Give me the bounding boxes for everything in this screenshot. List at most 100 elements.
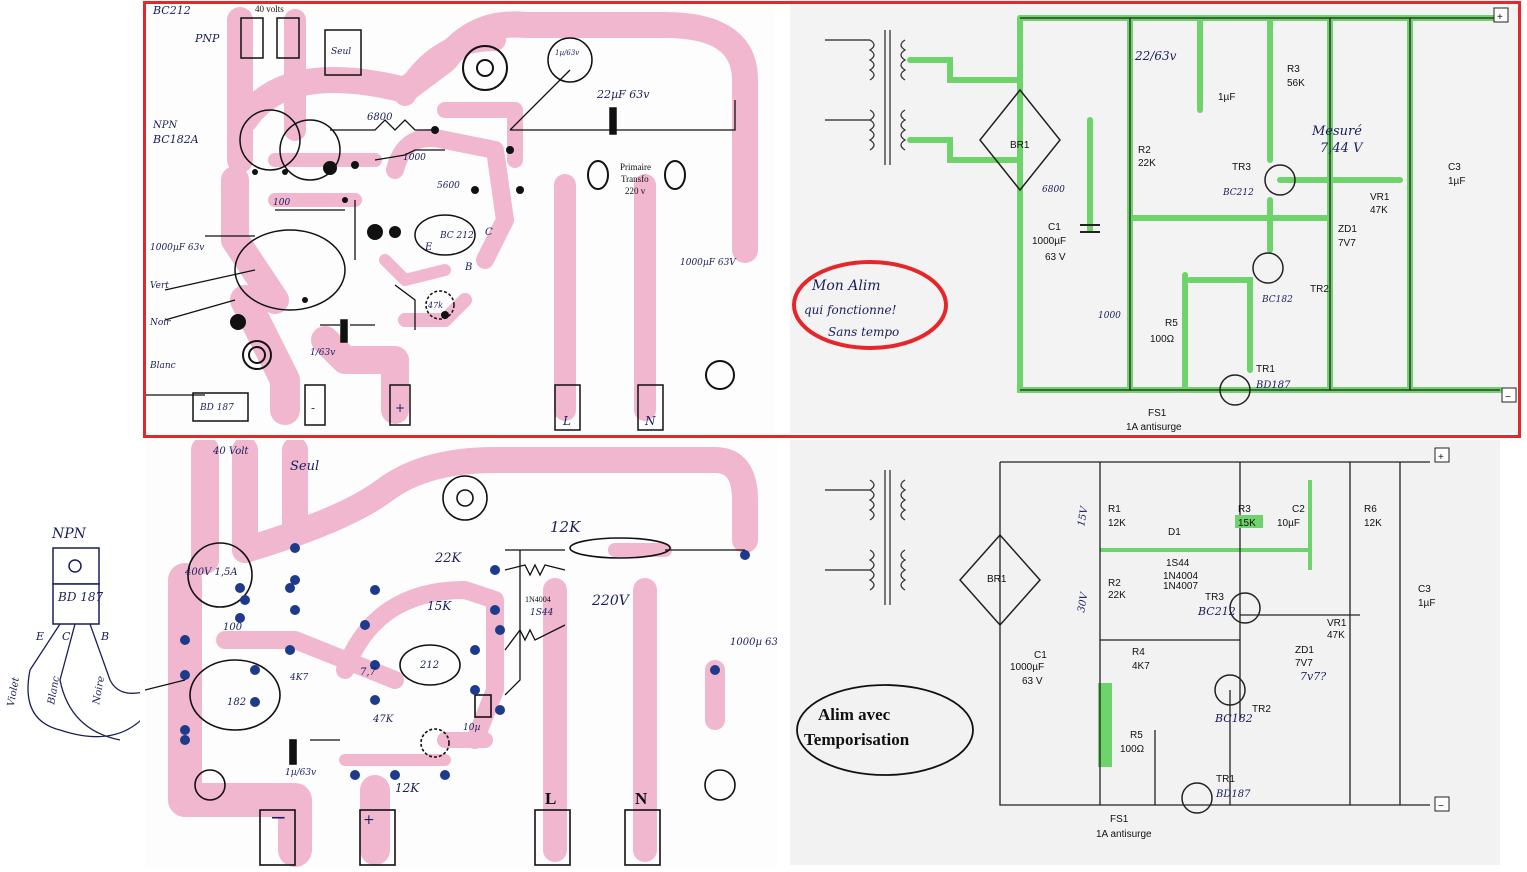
cap-c1 (1080, 224, 1100, 233)
lbl-bot-minus: − (270, 805, 287, 829)
bot-vr1-val: 47K (1327, 630, 1345, 641)
component-outlines (192, 17, 664, 431)
lbl-noir: Noir (149, 318, 171, 328)
bot-tr3-type: BC212 (1197, 605, 1236, 618)
lbl-bot-n: N (635, 789, 648, 808)
wire-noir: Noire (91, 675, 107, 706)
lbl-bot-212: 212 (419, 660, 439, 671)
npn-svg: NPN BD 187 E C B Violet Blanc Noire (6, 526, 140, 741)
lbl-bot-7v7: 7,7 (360, 667, 377, 678)
lbl-bot-plus: + (363, 812, 375, 828)
bot-r1-val: 12K (1108, 518, 1126, 529)
pcb-drawing-top: BC212 PNP NPN BC182A 40 volts Seul 6800 … (145, 0, 775, 433)
lbl-1000uf63: 1000µF 63V (680, 258, 737, 268)
bot-br1: BR1 (987, 574, 1007, 585)
bot-tr3: TR3 (1205, 592, 1224, 603)
lbl-220v: 220 v (625, 186, 646, 196)
lbl-bot-seul: Seul (290, 459, 319, 474)
lbl-bot-47k: 47K (372, 714, 394, 725)
lbl-bot-1u63: 1µ/63v (285, 768, 316, 778)
sch-vr1: VR1 (1370, 192, 1390, 203)
pink-traces-bot (168, 440, 758, 867)
bot-c2-val: 10µF (1277, 518, 1300, 529)
npn-pin-b: B (100, 630, 109, 643)
green-traces (907, 15, 1503, 393)
lbl-bot-1s44: 1S44 (530, 608, 554, 618)
note-line3: Sans tempo (828, 325, 899, 339)
lbl-bc212b: BC 212 (439, 231, 474, 241)
lbl-bd187: BD 187 (199, 403, 234, 413)
lbl-bot-182: 182 (227, 697, 246, 708)
bot-c1: C1 (1034, 650, 1047, 661)
lbl-vert: Vert (150, 281, 169, 291)
bot-r2-val: 22K (1108, 590, 1126, 601)
bot-v30: 30V (1076, 590, 1091, 613)
lbl-e: E (424, 242, 433, 253)
bridge-rectifier-bot (958, 533, 1042, 627)
sch-r3: R3 (1287, 64, 1300, 75)
sch-fs1: FS1 (1148, 408, 1167, 419)
sch-c1-v: 63 V (1045, 252, 1066, 263)
lbl-bc212: BC212 (152, 4, 191, 17)
lbl-b: B (464, 262, 472, 273)
sch-tr3: TR3 (1232, 162, 1251, 173)
pads-bot (180, 543, 750, 780)
lbl-bot-40v: 40 Volt (212, 446, 249, 457)
schematic-bot-svg: BR1 C1 1000µF 63 V R1 12K 15V 30V D1 1S4… (796, 447, 1450, 840)
bot-r3-highlight (1235, 515, 1263, 528)
lbl-bot-12k-b: 12K (395, 781, 420, 795)
bot-r5-val: 100Ω (1120, 744, 1145, 755)
schematic-lines (825, 17, 1500, 391)
bot-d1-val: 1S44 (1166, 558, 1190, 569)
schematic-top: BR1 C1 1000µF 63 V 6800 22/63v 1µF R2 22… (790, 0, 1520, 433)
sch-vr1-val: 47K (1370, 205, 1388, 216)
pcb-top-svg: BC212 PNP NPN BC182A 40 volts Seul 6800 … (145, 4, 758, 431)
bot-terminal-plus: + (1434, 447, 1450, 463)
bot-r6-val: 12K (1364, 518, 1382, 529)
lbl-bot-220v: 220V (591, 593, 631, 609)
npn-hole (68, 559, 82, 573)
lbl-n: N (644, 414, 656, 428)
sch-r2: R2 (1138, 145, 1151, 156)
pcb-bot-svg: 40 Volt Seul 400V 1,5A 12K 22K 15K 100 1… (145, 440, 777, 867)
sch-c1-val: 1000µF (1032, 236, 1066, 247)
lbl-bot-1n4004: 1N4004 (525, 595, 551, 604)
lbl-pnp: PNP (194, 32, 220, 45)
lbl-l: L (562, 414, 571, 428)
bot-v15: 15V (1076, 504, 1091, 527)
bot-d1-alt2: 1N4007 (1163, 581, 1198, 592)
npn-part: BD 187 (57, 590, 104, 604)
bot-zd1-val2: 7v7? (1300, 670, 1326, 683)
bot-tr2: TR2 (1252, 704, 1271, 715)
npn-pin-c: C (62, 630, 71, 643)
lbl-100: 100 (273, 198, 290, 208)
bot-r3-val: 15K (1238, 518, 1256, 529)
wire-violet: Violet (6, 676, 22, 708)
bridge-rectifier (979, 88, 1061, 192)
sch-r5-val: 100Ω (1150, 334, 1175, 345)
lbl-bot-l: L (545, 789, 556, 808)
bot-r4-val: 4K7 (1132, 661, 1150, 672)
pads (230, 126, 524, 330)
bot-c2: C2 (1292, 504, 1305, 515)
bot-tr1: TR1 (1216, 774, 1235, 785)
lbl-1uf: 1/63v (310, 348, 335, 358)
bot-r6: R6 (1364, 504, 1377, 515)
bot-terminal-minus: − (1434, 796, 1450, 812)
sch-r1000: 1000 (1098, 311, 1121, 321)
bot-zd1: ZD1 (1295, 645, 1314, 656)
terminal-minus: − (1501, 387, 1517, 403)
sch-mesure: Mesuré (1311, 124, 1362, 139)
sch-c3-val: 1µF (1448, 176, 1465, 187)
bot-r2: R2 (1108, 578, 1121, 589)
lbl-bot-15k: 15K (427, 599, 452, 613)
lbl-47k: 47k (427, 301, 443, 310)
transistors (1219, 164, 1296, 406)
bot-note-line1: Alim avec (818, 705, 891, 724)
npn-pin-e: E (35, 630, 44, 643)
sch-br1: BR1 (1010, 140, 1030, 151)
svg-text:−: − (1438, 801, 1444, 812)
svg-text:+: + (1438, 452, 1444, 463)
npn-leads (27, 623, 140, 741)
sch-tr3-type: BC212 (1222, 188, 1254, 198)
